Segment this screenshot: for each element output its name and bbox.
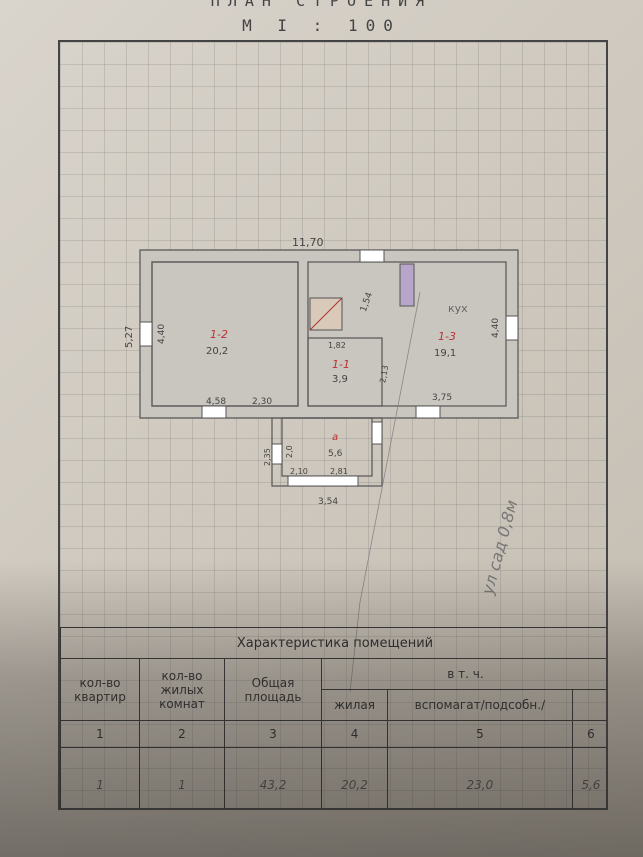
room-1-1-height: 2,13 xyxy=(378,365,390,384)
table-value: 23,0 xyxy=(387,747,573,808)
veranda-area: 5,6 xyxy=(328,449,343,459)
header-extra xyxy=(571,689,606,721)
scale-label: М I : 100 xyxy=(242,16,401,35)
veranda-w2: 2,81 xyxy=(330,467,348,476)
table-number: 4 xyxy=(320,720,389,748)
table-number: 6 xyxy=(571,720,606,748)
window xyxy=(415,405,441,419)
header-auxiliary: вспомагат/подсобн./ xyxy=(387,689,573,721)
table-value: 5,6 xyxy=(571,747,606,808)
overall-width: 11,70 xyxy=(292,236,324,249)
page-title: ПЛАН СТРОЕНИЯ xyxy=(210,0,433,10)
drawing-frame: 11,70 5,27 4,40 1-2 20,2 4,58 2,30 1,54 … xyxy=(58,40,608,810)
room-1-3-width: 3,75 xyxy=(432,393,452,403)
room-1-3-area: 19,1 xyxy=(434,348,456,359)
table-value: 20,2 xyxy=(320,747,389,808)
room-1-2-area: 20,2 xyxy=(206,346,228,357)
window xyxy=(139,321,153,347)
veranda-side: 2,35 xyxy=(263,448,272,466)
stove-2 xyxy=(399,263,415,307)
table-number: 1 xyxy=(60,720,140,748)
window xyxy=(201,405,227,419)
header-including: в т. ч. xyxy=(321,658,606,690)
room-1-1-door: 2,30 xyxy=(252,397,272,407)
floor-plan: 11,70 5,27 4,40 1-2 20,2 4,58 2,30 1,54 … xyxy=(124,236,522,693)
room-1-2-id: 1-2 xyxy=(210,328,228,341)
table-value: 1 xyxy=(60,747,140,808)
window xyxy=(371,421,383,445)
window xyxy=(359,249,385,263)
header-total-area: Общая площадь xyxy=(224,658,322,721)
window xyxy=(505,315,519,341)
table-number: 3 xyxy=(224,720,322,748)
room-1-3-height: 4,40 xyxy=(491,318,501,338)
veranda-height: 2,0 xyxy=(285,445,294,458)
room-1-1-wall xyxy=(307,337,383,407)
veranda-w1: 2,10 xyxy=(290,467,308,476)
table-title: Характеристика помещений xyxy=(60,627,606,659)
room-1-1-width: 1,82 xyxy=(328,341,346,350)
note-garden: ул сад 0,8м xyxy=(478,498,522,598)
room-1-2-height: 4,40 xyxy=(157,324,167,344)
note-kitchen: кух xyxy=(448,302,468,315)
header-apartments: кол-во квартир xyxy=(60,658,140,721)
window xyxy=(287,475,359,487)
room-1-3-id: 1-3 xyxy=(438,330,456,343)
header-living-area: жилая xyxy=(320,689,389,721)
characteristics-table: Характеристика помещений кол-во квартир … xyxy=(60,627,606,808)
window xyxy=(271,443,283,465)
veranda-width: 3,54 xyxy=(318,497,338,507)
left-height: 5,27 xyxy=(124,326,135,348)
table-number: 2 xyxy=(139,720,225,748)
table-value: 43,2 xyxy=(224,747,322,808)
room-1-1-id: 1-1 xyxy=(332,358,350,371)
table-number: 5 xyxy=(387,720,573,748)
outer-wall xyxy=(139,249,519,419)
table-value: 1 xyxy=(139,747,225,808)
room-1-1-area: 3,9 xyxy=(332,374,348,385)
veranda-id: а xyxy=(332,432,338,443)
header-living-rooms: кол-во жилых комнат xyxy=(139,658,225,721)
room-1-2-width: 4,58 xyxy=(206,397,226,407)
